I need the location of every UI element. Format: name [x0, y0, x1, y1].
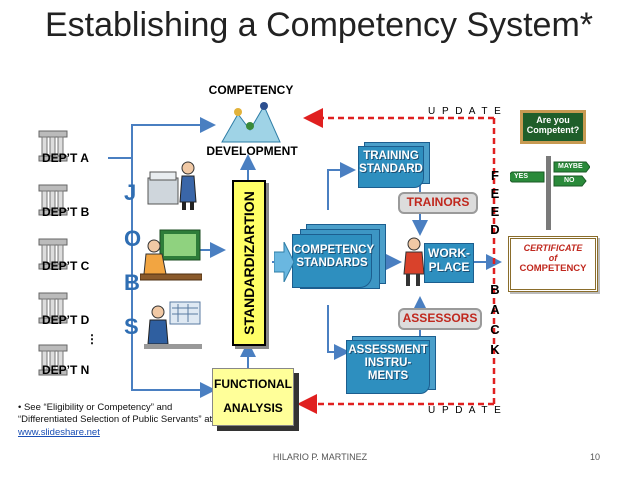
standardization-label: STANDARDIZARTION: [240, 191, 257, 335]
workplace-line2: PLACE: [428, 259, 470, 274]
certificate-of-competency: CERTIFICATE of COMPETENCY: [508, 236, 598, 292]
standardization-bar: STANDARDIZARTION: [232, 180, 266, 346]
feedback-letter-7: C: [490, 322, 500, 337]
assessment-line1: ASSESSMENT: [348, 344, 428, 356]
dept-label-d: DEP’T D: [42, 313, 90, 327]
signboard-line2: Competent?: [526, 125, 580, 136]
signboard-line1: Are you: [536, 115, 570, 125]
assessment-instruments-box: ASSESSMENT INSTRU- MENTS: [346, 340, 430, 394]
footnote: • See “Eligibility or Competency” and “D…: [18, 402, 218, 439]
feedback-letter-2: E: [490, 186, 500, 201]
competency-standards-line1: COMPETENCY: [293, 244, 375, 256]
certificate-line1: CERTIFICATE: [523, 243, 583, 253]
feedback-loop-lines: [297, 108, 496, 414]
team-climbing-illustration: [216, 100, 286, 144]
feedback-letter-1: F: [491, 168, 499, 183]
engineer-illustration: [144, 298, 202, 350]
workplace-line1: WORK-: [428, 246, 470, 260]
job-letter-s: S: [124, 314, 139, 339]
competency-dev-label-top: COMPETENCY: [208, 83, 294, 97]
job-letter-b: B: [124, 270, 140, 295]
job-letter-o: O: [124, 226, 142, 251]
certificate-line3: COMPETENCY: [519, 262, 587, 274]
competency-dev-label-bottom: DEVELOPMENT: [206, 144, 298, 158]
feedback-letter-3: E: [490, 204, 500, 219]
trainors-label: TRAINORS: [406, 195, 470, 209]
pillar-icon-a: [38, 130, 68, 162]
dept-label-c: DEP’T C: [42, 259, 90, 273]
presenter-name: HILARIO P. MARTINEZ: [272, 452, 368, 462]
programmer-illustration: [139, 228, 203, 284]
assessment-line3: MENTS: [367, 370, 409, 383]
assessment-line2: INSTRU-: [364, 357, 412, 370]
workplace-illustration: [398, 234, 464, 288]
update-label-top: U P D A T E: [428, 106, 503, 117]
competency-standards-line2: STANDARDS: [296, 257, 368, 270]
feedback-letter-5: B: [490, 282, 500, 297]
assessors-label: ASSESSORS: [402, 311, 478, 325]
slide-number: 10: [590, 452, 601, 462]
signpost-illustration: [505, 150, 591, 230]
pillar-icon-b: [38, 184, 68, 216]
office-worker-illustration: [146, 158, 200, 210]
footnote-text: See “Eligibility or Competency” and “Dif…: [18, 402, 213, 426]
dept-ellipsis: ⋮: [86, 332, 98, 346]
signpost-no: NO: [564, 177, 575, 184]
training-standard-line2: STANDARD: [359, 163, 423, 176]
signpost-yes: YES: [514, 173, 529, 180]
footnote-bullet: •: [18, 402, 22, 413]
dept-label-b: DEP’T B: [42, 205, 90, 219]
functional-analysis-line2: ANALYSIS: [223, 400, 283, 415]
functional-analysis-box: FUNCTIONAL ANALYSIS: [212, 368, 294, 426]
training-standard-box: TRAINING STANDARD: [358, 146, 424, 188]
functional-analysis-line1: FUNCTIONAL: [214, 377, 292, 391]
certificate-line2: of: [548, 253, 558, 264]
job-letter-j: J: [124, 180, 137, 205]
training-standard-line1: TRAINING: [363, 150, 419, 162]
competency-standards-box: COMPETENCY STANDARDS: [292, 234, 375, 288]
assessors-box: ASSESSORS: [398, 308, 482, 330]
update-label-bottom: U P D A T E: [428, 405, 503, 416]
feedback-letter-4: D: [490, 222, 500, 237]
pillar-icon-d: [38, 292, 68, 324]
workplace-box: WORK- PLACE: [424, 243, 474, 283]
slide-title: Establishing a Competency System*: [44, 6, 594, 44]
pillar-icon-n: [38, 344, 68, 376]
trainors-box: TRAINORS: [398, 192, 478, 214]
pillar-icon-c: [38, 238, 68, 270]
dept-label-a: DEP’T A: [42, 151, 89, 165]
dept-label-n: DEP’T N: [42, 363, 90, 377]
signpost-maybe: MAYBE: [558, 163, 583, 170]
standards-arrow-icon: [273, 241, 295, 287]
feedback-letter-6: A: [490, 302, 500, 317]
are-you-competent-signboard: Are you Competent?: [520, 110, 586, 144]
feedback-letter-8: K: [490, 342, 500, 357]
slideshare-link[interactable]: www.slideshare.net: [18, 426, 100, 438]
